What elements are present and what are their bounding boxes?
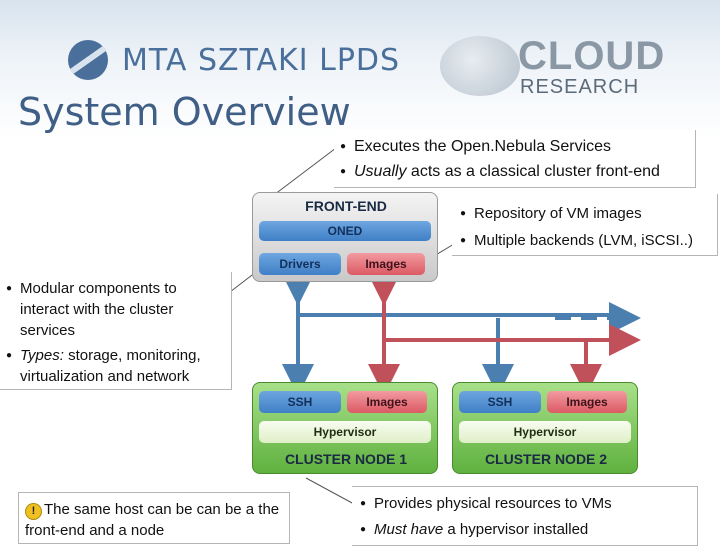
page-title: System Overview xyxy=(18,90,351,134)
frontend-callout-item-1: Executes the Open.Nebula Services xyxy=(340,134,689,159)
modules-callout: Modular components to interact with the … xyxy=(0,272,232,390)
cluster-node-2: SSH Images Hypervisor CLUSTER NODE 2 xyxy=(452,382,638,474)
modules-callout-item-2: Types: storage, monitoring, virtualizati… xyxy=(6,345,227,387)
node1-title: CLUSTER NODE 1 xyxy=(284,451,408,467)
same-host-note: !The same host can be can be a the front… xyxy=(18,492,290,544)
oned-component: ONED xyxy=(259,221,431,241)
node2-hypervisor: Hypervisor xyxy=(459,421,631,443)
org-logo-text: MTA SZTAKI LPDS xyxy=(122,42,401,78)
cloud-globe-icon xyxy=(440,36,520,96)
org-logo-mark-icon xyxy=(68,40,108,80)
cloud-research-logo: CLOUD RESEARCH xyxy=(440,28,670,108)
images-callout: Repository of VM images Multiple backend… xyxy=(452,194,718,256)
modules-callout-item-1: Modular components to interact with the … xyxy=(6,278,227,341)
org-logo: MTA SZTAKI LPDS xyxy=(68,40,400,80)
images-callout-item-1: Repository of VM images xyxy=(460,200,709,227)
cluster-node-1: SSH Images Hypervisor CLUSTER NODE 1 xyxy=(252,382,438,474)
node2-title: CLUSTER NODE 2 xyxy=(484,451,608,467)
nodes-callout: Provides physical resources to VMs Must … xyxy=(352,486,698,546)
frontend-box: FRONT-END ONED Drivers Images xyxy=(252,192,438,282)
frontend-title: FRONT-END xyxy=(305,198,387,214)
same-host-note-text: The same host can be can be a the front-… xyxy=(25,501,280,539)
frontend-images-component: Images xyxy=(347,253,425,275)
frontend-callout: Executes the Open.Nebula Services Usuall… xyxy=(334,130,696,188)
node2-images: Images xyxy=(547,391,627,413)
nodes-callout-pointer xyxy=(305,477,355,505)
frontend-callout-item-2: Usually acts as a classical cluster fron… xyxy=(340,159,689,184)
drivers-component: Drivers xyxy=(259,253,341,275)
warning-icon: ! xyxy=(25,503,42,520)
cloud-logo-word: CLOUD xyxy=(518,34,666,78)
node1-images: Images xyxy=(347,391,427,413)
nodes-callout-item-2: Must have a hypervisor installed xyxy=(360,517,689,543)
modules-callout-pointer xyxy=(229,271,257,293)
node1-ssh: SSH xyxy=(259,391,341,413)
node1-hypervisor: Hypervisor xyxy=(259,421,431,443)
node2-ssh: SSH xyxy=(459,391,541,413)
images-callout-item-2: Multiple backends (LVM, iSCSI..) xyxy=(460,227,709,254)
research-logo-word: RESEARCH xyxy=(520,76,640,98)
nodes-callout-item-1: Provides physical resources to VMs xyxy=(360,491,689,517)
